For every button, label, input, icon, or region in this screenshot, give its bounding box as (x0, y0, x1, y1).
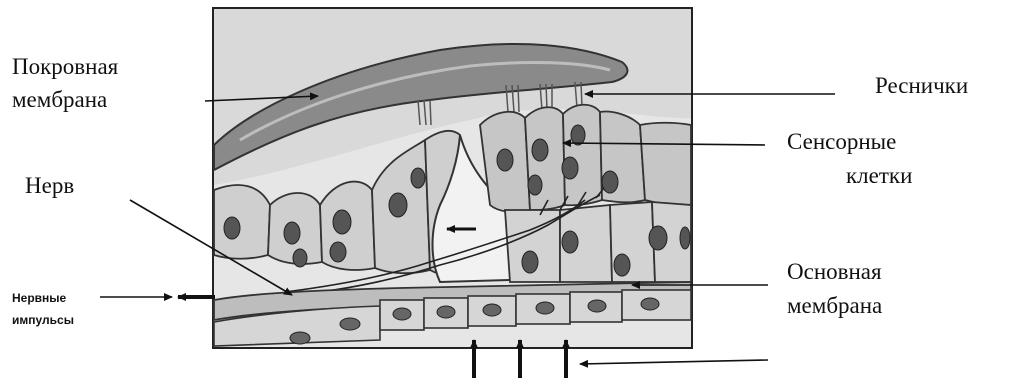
label-sensory-1: Сенсорные (787, 128, 896, 156)
label-basilar-1: Основная (787, 258, 882, 286)
label-impulses-1: Нервные (12, 288, 66, 308)
label-tectorial-1: Покровная (12, 53, 118, 81)
sound-pointer (580, 360, 768, 364)
label-tectorial-2: мембрана (12, 86, 107, 114)
label-cilia: Реснички (875, 72, 968, 100)
label-sensory-2: клетки (846, 162, 912, 190)
label-basilar-2: мембрана (787, 292, 882, 320)
label-nerve: Нерв (25, 172, 74, 200)
label-impulses-2: импульсы (12, 310, 74, 330)
